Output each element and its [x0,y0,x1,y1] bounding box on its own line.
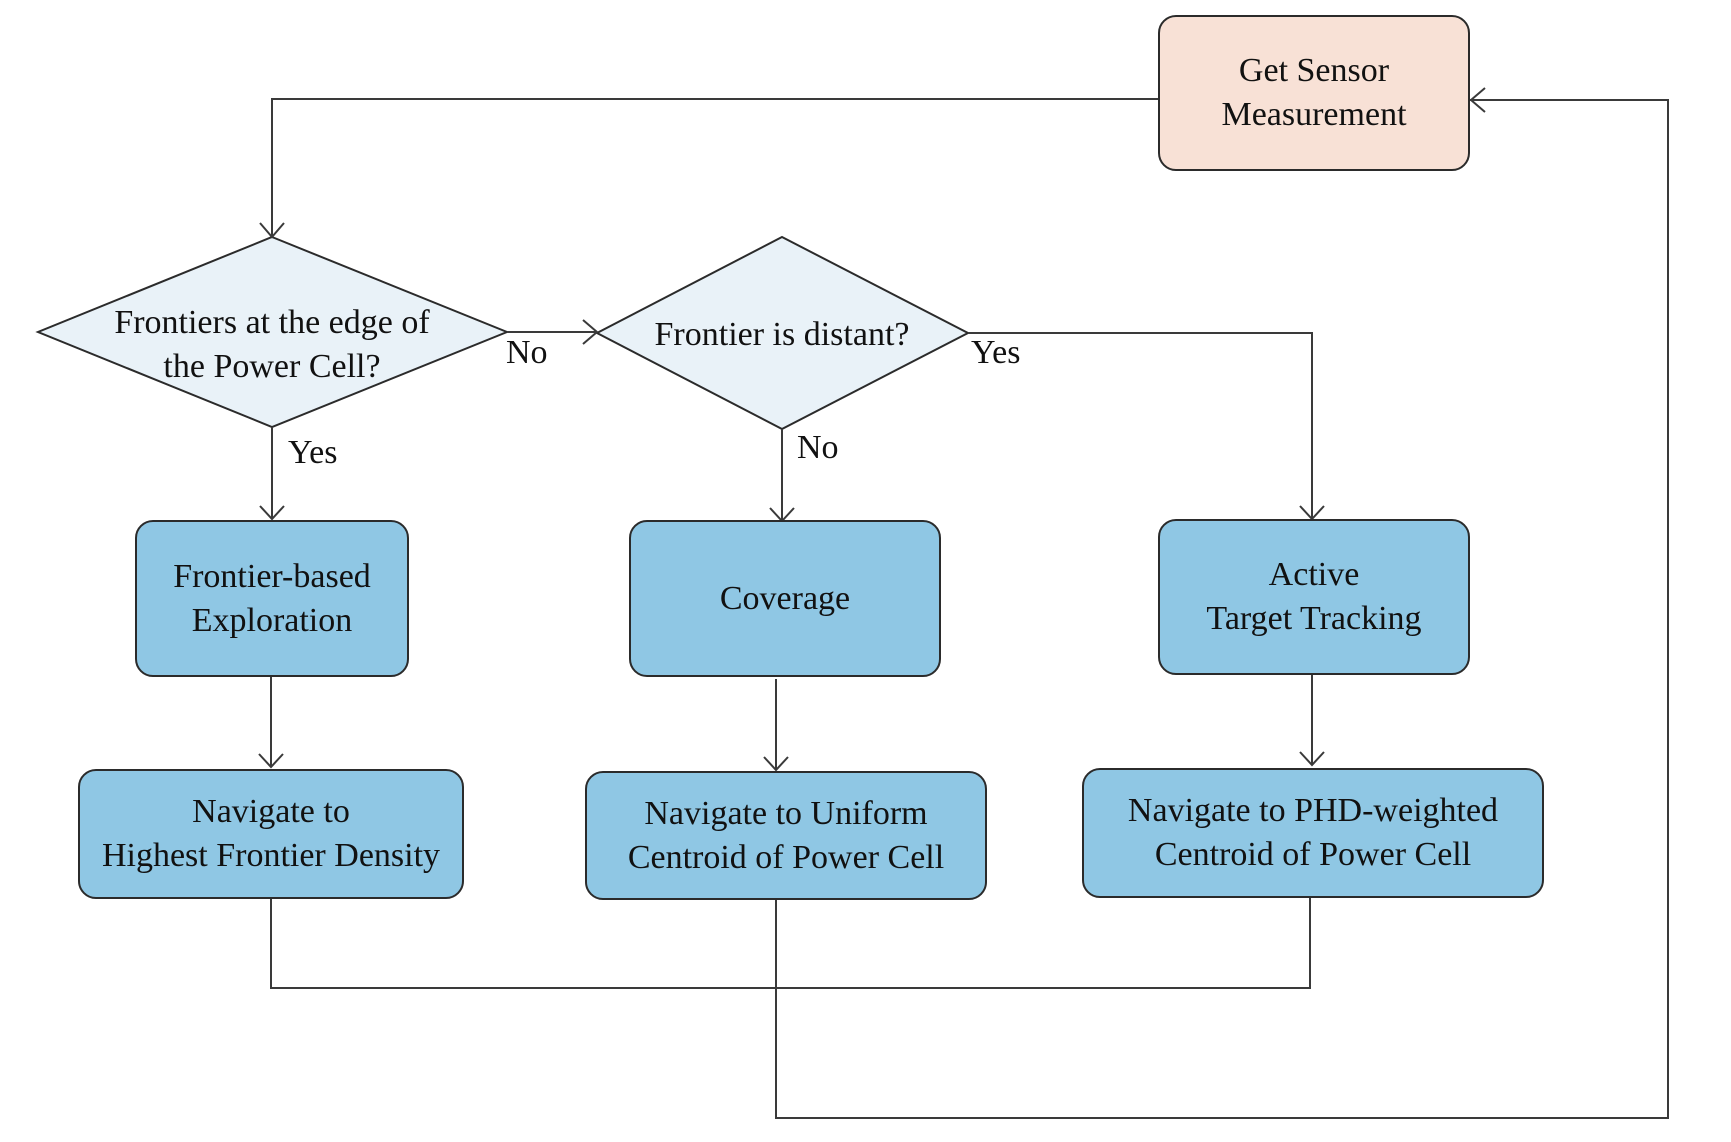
arrowhead [1299,751,1325,767]
decision-edge-text: Frontiers at the edge of the Power Cell? [72,301,472,389]
nav-frontier-box: Navigate to Highest Frontier Density [78,769,464,899]
connector-merge [270,897,1311,989]
edge-no-label: No [506,334,548,371]
target-tracking-line-2: Target Tracking [1206,600,1422,637]
distant-yes-label: Yes [971,334,1021,371]
coverage-line-1: Coverage [719,579,851,617]
decision-edge-line-2: the Power Cell? [163,348,381,385]
nav-frontier-line-2: Highest Frontier Density [101,837,441,874]
arrowhead [259,222,285,239]
frontier-exploration-box: Frontier-based Exploration [135,520,409,677]
nav-uniform-box: Navigate to Uniform Centroid of Power Ce… [585,771,987,900]
nav-uniform-line-2: Centroid of Power Cell [627,838,945,876]
arrowhead [1469,87,1486,113]
sensor-line-2: Measurement [1221,96,1407,133]
arrowhead [582,319,599,345]
frontier-exploration-line-1: Frontier-based [173,557,371,595]
target-tracking-line-1: Active [1268,556,1360,593]
sensor-measurement-box: Get Sensor Measurement [1158,15,1470,171]
connector-distant-to-tracking [968,332,1313,519]
distant-no-label: No [797,429,839,466]
decision-distant-text: Frontier is distant? [622,313,942,357]
edge-yes-label: Yes [288,434,338,471]
arrowhead [763,756,789,772]
coverage-box: Coverage [629,520,941,677]
arrowhead [259,505,285,521]
arrowhead [258,753,284,769]
nav-phd-line-1: Navigate to PHD-weighted [1127,792,1499,829]
decision-distant-line-1: Frontier is distant? [654,316,910,353]
decision-edge-line-1: Frontiers at the edge of [114,304,430,341]
nav-uniform-line-1: Navigate to Uniform [644,794,928,832]
connector-return-loop [775,99,1669,1119]
nav-phd-line-2: Centroid of Power Cell [1154,836,1472,873]
nav-phd-box: Navigate to PHD-weighted Centroid of Pow… [1082,768,1544,898]
nav-frontier-line-1: Navigate to [192,793,350,830]
connector-sensor-to-edge [271,98,1158,237]
sensor-line-1: Get Sensor [1238,52,1390,89]
target-tracking-box: Active Target Tracking [1158,519,1470,675]
frontier-exploration-line-2: Exploration [191,601,353,639]
